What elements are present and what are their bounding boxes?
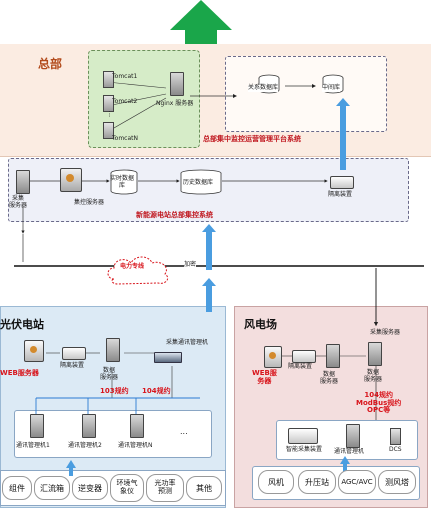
intermediate-db-label: 中间库 bbox=[322, 84, 341, 92]
pv-data-server-icon[interactable] bbox=[106, 338, 120, 362]
pv-isolation-label: 隔离装置 bbox=[60, 362, 85, 369]
relational-db-label: 关系数据库 bbox=[248, 84, 279, 92]
wind-dcs-label: DCS bbox=[389, 446, 402, 453]
realtime-db-icon[interactable] bbox=[109, 169, 139, 195]
hq-title: 总部 bbox=[38, 57, 63, 71]
pv-proto-104: 104规约 bbox=[142, 387, 171, 395]
wind-data-server-icon[interactable] bbox=[326, 344, 340, 368]
wind-isolation-icon[interactable] bbox=[292, 350, 316, 363]
tomcat-label: TomcatN bbox=[112, 135, 138, 142]
pv-comm-unit-label: 通讯管理机1 bbox=[16, 442, 50, 449]
central-platform-name: 新能源电站总部集控系统 bbox=[136, 211, 213, 219]
wind-smart-device-icon[interactable] bbox=[288, 428, 318, 444]
wind-protocols: 104规约 ModBus规约 OPC等 bbox=[356, 391, 402, 415]
pv-isolation-icon[interactable] bbox=[62, 347, 86, 360]
wind-title: 风电场 bbox=[244, 318, 277, 331]
central-isolation-icon[interactable] bbox=[330, 176, 354, 189]
user-icon bbox=[66, 174, 74, 182]
tomcat-ellipsis: ⋮ bbox=[106, 110, 113, 118]
cloud-label: 电力专线 bbox=[120, 263, 145, 270]
hq-db-zone bbox=[225, 56, 387, 132]
wind-data-server2-label: 数据 服务器 bbox=[364, 369, 383, 383]
pv-comm-unit-label: 通讯管理机2 bbox=[68, 442, 102, 449]
wind-device-agc-avc[interactable]: AGC/AVC bbox=[338, 470, 376, 494]
control-server-label: 集控服务器 bbox=[74, 199, 105, 206]
wind-dcs-icon[interactable] bbox=[390, 428, 401, 445]
wind-collect-server-icon[interactable] bbox=[368, 342, 382, 366]
pv-comm-unit-icon[interactable] bbox=[30, 414, 44, 438]
tomcat-label: Tomcat2 bbox=[112, 98, 138, 105]
nginx-server-icon[interactable] bbox=[170, 72, 184, 96]
tomcat-label: Tomcat1 bbox=[112, 73, 138, 80]
wind-isolation-label: 隔离装置 bbox=[288, 363, 313, 370]
tomcat-server-icon[interactable] bbox=[103, 95, 114, 112]
wind-device-substation[interactable]: 升压站 bbox=[298, 470, 336, 494]
pv-device-combiner[interactable]: 汇流箱 bbox=[34, 476, 70, 500]
wind-collect-server-label: 采集服务器 bbox=[370, 329, 401, 336]
pv-comm-zone bbox=[14, 410, 212, 458]
top-green-arrow bbox=[170, 0, 232, 44]
central-isolation-label: 隔离装置 bbox=[328, 191, 353, 198]
wind-data-server-label: 数据 服务器 bbox=[320, 371, 339, 385]
encrypt-label: 加密 bbox=[184, 261, 197, 269]
pv-comm-manager-icon[interactable] bbox=[154, 352, 182, 363]
wind-device-turbine[interactable]: 风机 bbox=[258, 470, 294, 494]
wind-comm-manager-label: 通讯管理机 bbox=[334, 448, 365, 455]
collect-server-label: 采集 服务器 bbox=[9, 195, 28, 209]
wind-web-user-icon bbox=[269, 352, 276, 359]
pv-device-power-forecast[interactable]: 光功率 预测 bbox=[146, 474, 184, 502]
history-db-label: 历史数据库 bbox=[183, 179, 214, 186]
wind-smart-device-label: 智能采集装置 bbox=[286, 446, 323, 453]
hq-platform-name: 总部集中监控运营管理平台系统 bbox=[203, 135, 301, 143]
pv-device-weather[interactable]: 环境气 象仪 bbox=[110, 474, 144, 502]
history-db-icon[interactable] bbox=[179, 169, 223, 195]
pv-comm-unit-icon[interactable] bbox=[82, 414, 96, 438]
pv-comm-dots: ... bbox=[180, 427, 188, 436]
tomcat-server-icon[interactable] bbox=[103, 71, 114, 88]
pv-comm-unit-icon[interactable] bbox=[130, 414, 144, 438]
pv-comm-manager-label: 采集通讯管理机 bbox=[166, 339, 209, 346]
pv-title: 光伏电站 bbox=[0, 318, 44, 331]
nginx-label: Nginx 服务器 bbox=[156, 100, 194, 107]
wind-comm-manager-icon[interactable] bbox=[346, 424, 360, 448]
pv-data-server-label: 数据 服务器 bbox=[100, 367, 119, 381]
pv-device-inverter[interactable]: 逆变器 bbox=[72, 476, 108, 500]
wind-device-met-mast[interactable]: 测风塔 bbox=[378, 470, 416, 494]
pv-web-user-icon bbox=[30, 346, 37, 353]
pv-comm-unit-label: 通讯管理机N bbox=[118, 442, 153, 449]
realtime-db-label: 实时数据 库 bbox=[110, 175, 135, 189]
wind-web-server-label: WEB服 务器 bbox=[252, 369, 277, 385]
pv-proto-103: 103规约 bbox=[100, 387, 129, 395]
pv-device-other[interactable]: 其他 bbox=[186, 476, 222, 500]
tomcat-server-icon[interactable] bbox=[103, 122, 114, 139]
pv-web-server-label: WEB服务器 bbox=[0, 369, 39, 377]
collect-server-icon[interactable] bbox=[16, 170, 30, 194]
pv-device-module[interactable]: 组件 bbox=[2, 476, 32, 500]
power-line-cloud-icon bbox=[107, 256, 169, 285]
